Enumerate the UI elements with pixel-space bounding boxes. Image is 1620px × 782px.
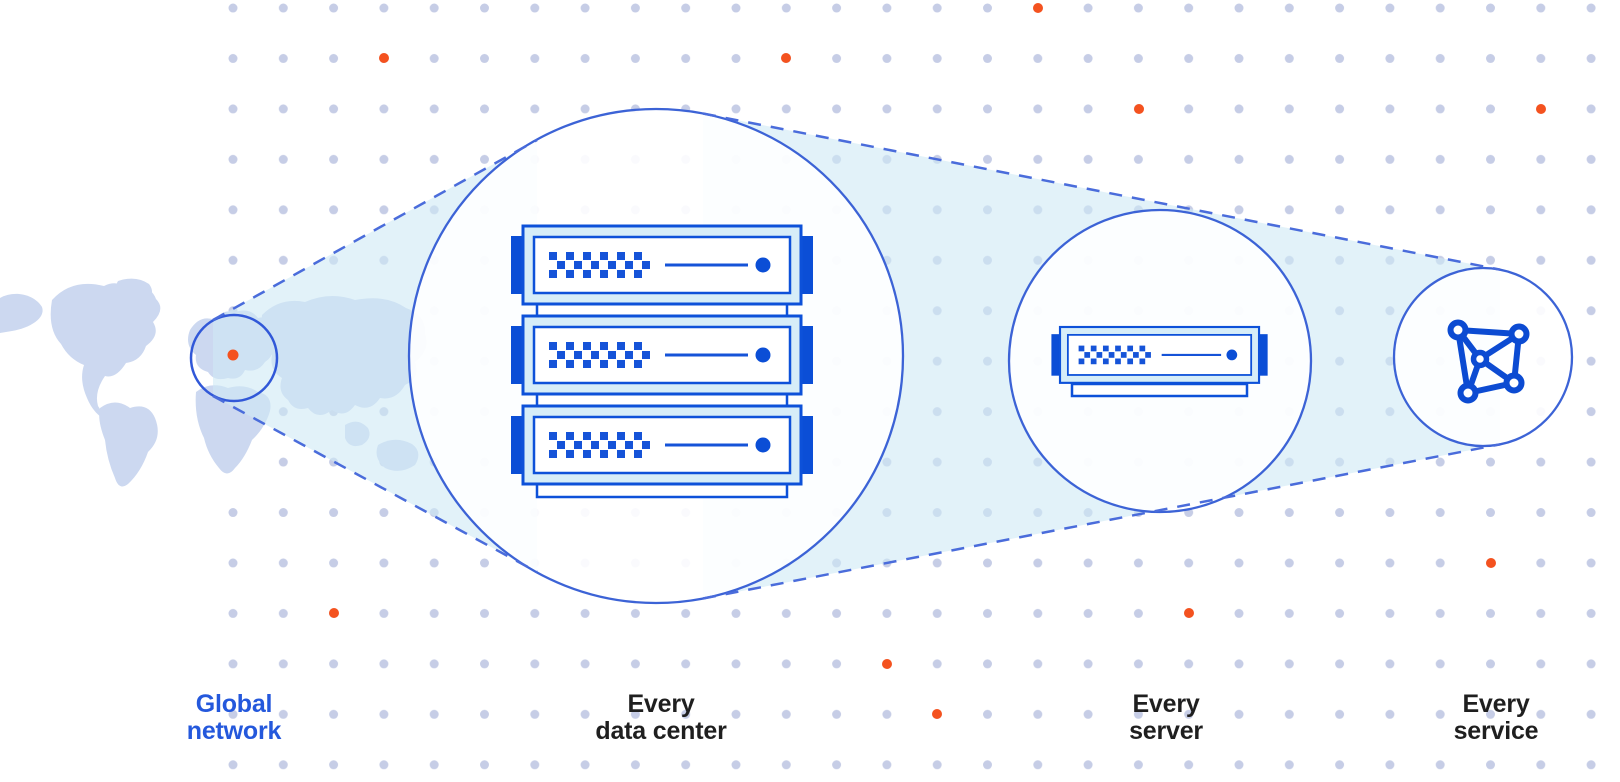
label-service-line1: Every [1462, 690, 1529, 718]
label-datacenter-line2: data center [595, 717, 727, 745]
label-server-line1: Every [1132, 690, 1199, 718]
label-datacenter-line1: Every [627, 690, 694, 718]
orange-accent-dots [329, 3, 1546, 719]
label-every-data-center: Every data center [595, 690, 727, 745]
server-icon [1051, 327, 1267, 398]
label-global-network: Global network [187, 690, 282, 745]
globe-highlight-circle [189, 313, 279, 403]
label-every-service: Every service [1454, 690, 1539, 745]
label-every-server: Every server [1129, 690, 1204, 745]
location-marker-icon [227, 349, 239, 361]
zoom-guide-lines [212, 112, 1501, 600]
mesh-network-icon [1447, 319, 1530, 404]
label-global-line1: Global [196, 690, 273, 718]
server-rack-icon [511, 226, 813, 499]
label-server-line2: server [1129, 717, 1203, 745]
label-global-line2: network [187, 717, 282, 745]
label-service-line2: service [1454, 717, 1539, 745]
